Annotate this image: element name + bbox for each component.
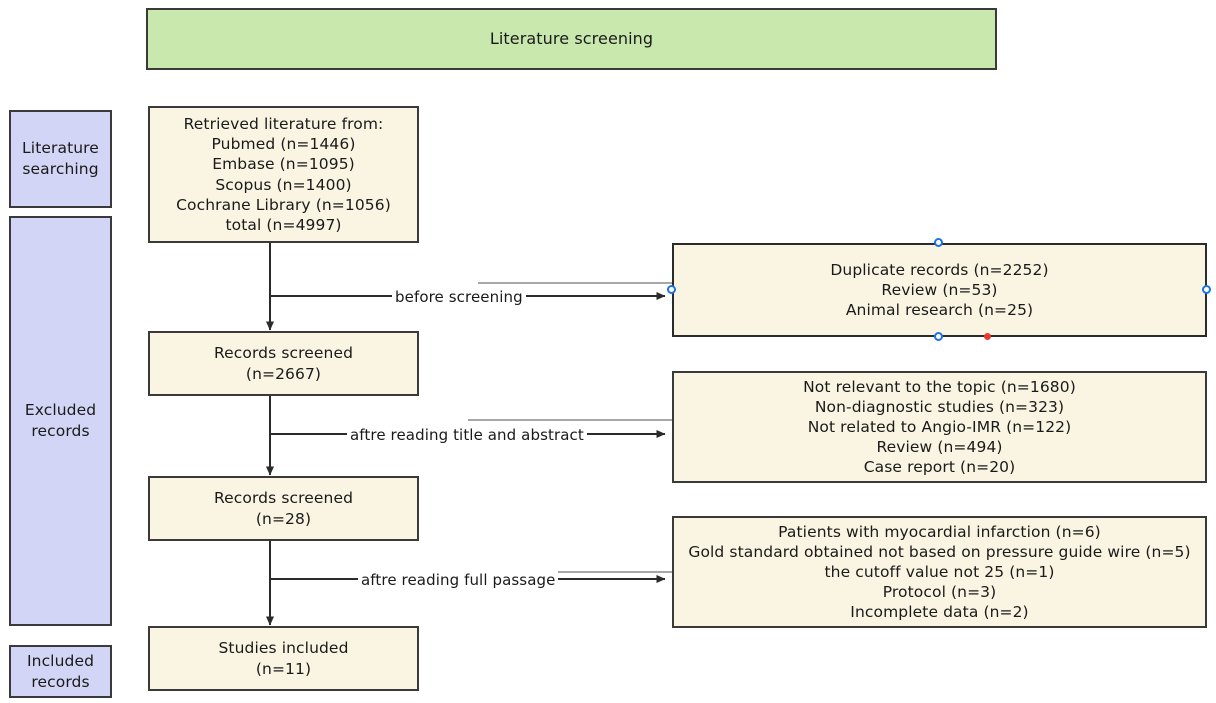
node-records-screened-2667[interactable]: Records screened (n=2667) — [148, 331, 419, 396]
edge-label-title-abstract: aftre reading title and abstract — [347, 426, 587, 444]
node-excluded-before-screening[interactable]: Duplicate records (n=2252) Review (n=53)… — [672, 243, 1207, 337]
node-text-line: (n=2667) — [245, 364, 322, 383]
node-text-line: Not relevant to the topic (n=1680) — [803, 377, 1076, 396]
node-text-line: Retrieved literature from: — [183, 115, 384, 134]
node-text-line: Incomplete data (n=2) — [850, 603, 1029, 622]
resize-handle-right[interactable] — [1202, 285, 1211, 294]
phase-label-line: Excluded — [24, 401, 97, 420]
phase-excluded-records[interactable]: Excluded records — [9, 216, 112, 626]
phase-included-records[interactable]: Included records — [9, 645, 112, 698]
node-retrieved-literature[interactable]: Retrieved literature from: Pubmed (n=144… — [148, 106, 419, 243]
node-text-line: Records screened — [213, 489, 354, 508]
connection-anchor-dot[interactable] — [984, 333, 991, 340]
resize-handle-top[interactable] — [934, 238, 943, 247]
node-text-line: (n=28) — [255, 509, 312, 528]
node-text-line: Case report (n=20) — [863, 458, 1016, 477]
node-text-line: Non-diagnostic studies (n=323) — [814, 397, 1065, 416]
node-excluded-full-passage[interactable]: Patients with myocardial infarction (n=6… — [672, 516, 1207, 628]
node-text-line: Review (n=53) — [881, 280, 998, 299]
node-text-line: Protocol (n=3) — [882, 583, 997, 602]
node-excluded-title-abstract[interactable]: Not relevant to the topic (n=1680) Non-d… — [672, 371, 1207, 483]
edge-label-before-screening: before screening — [392, 288, 526, 306]
node-text-line: the cutoff value not 25 (n=1) — [824, 562, 1055, 581]
node-text-line: (n=11) — [255, 659, 312, 678]
node-text-line: Duplicate records (n=2252) — [830, 260, 1049, 279]
node-text-line: Records screened — [213, 344, 354, 363]
diagram-title-box[interactable]: Literature screening — [146, 8, 997, 70]
edge-label-full-passage: aftre reading full passage — [358, 571, 559, 589]
phase-label-line: Included — [26, 651, 95, 670]
node-text-line: Studies included — [218, 639, 349, 658]
resize-handle-left[interactable] — [667, 285, 676, 294]
node-text-line: Patients with myocardial infarction (n=6… — [778, 522, 1101, 541]
phase-label-line: Literature — [22, 139, 99, 158]
phase-label-line: records — [31, 672, 90, 691]
phase-label-line: searching — [22, 160, 99, 178]
resize-handle-bottom[interactable] — [934, 332, 943, 341]
node-records-screened-28[interactable]: Records screened (n=28) — [148, 476, 419, 541]
node-text-line: Scopus (n=1400) — [215, 175, 352, 194]
node-text-line: Animal research (n=25) — [845, 301, 1034, 320]
page-title: Literature screening — [489, 28, 654, 48]
node-text-line: Embase (n=1095) — [212, 155, 355, 174]
node-text-line: Not related to Angio-IMR (n=122) — [807, 417, 1072, 436]
phase-literature-searching[interactable]: Literature searching — [9, 110, 112, 208]
phase-label-line: records — [31, 422, 90, 440]
node-text-line: Pubmed (n=1446) — [211, 135, 356, 154]
node-text-line: total (n=4997) — [225, 215, 342, 234]
node-text-line: Cochrane Library (n=1056) — [176, 195, 391, 214]
node-text-line: Gold standard obtained not based on pres… — [688, 542, 1191, 561]
node-studies-included[interactable]: Studies included (n=11) — [148, 626, 419, 691]
node-text-line: Review (n=494) — [876, 438, 1003, 457]
